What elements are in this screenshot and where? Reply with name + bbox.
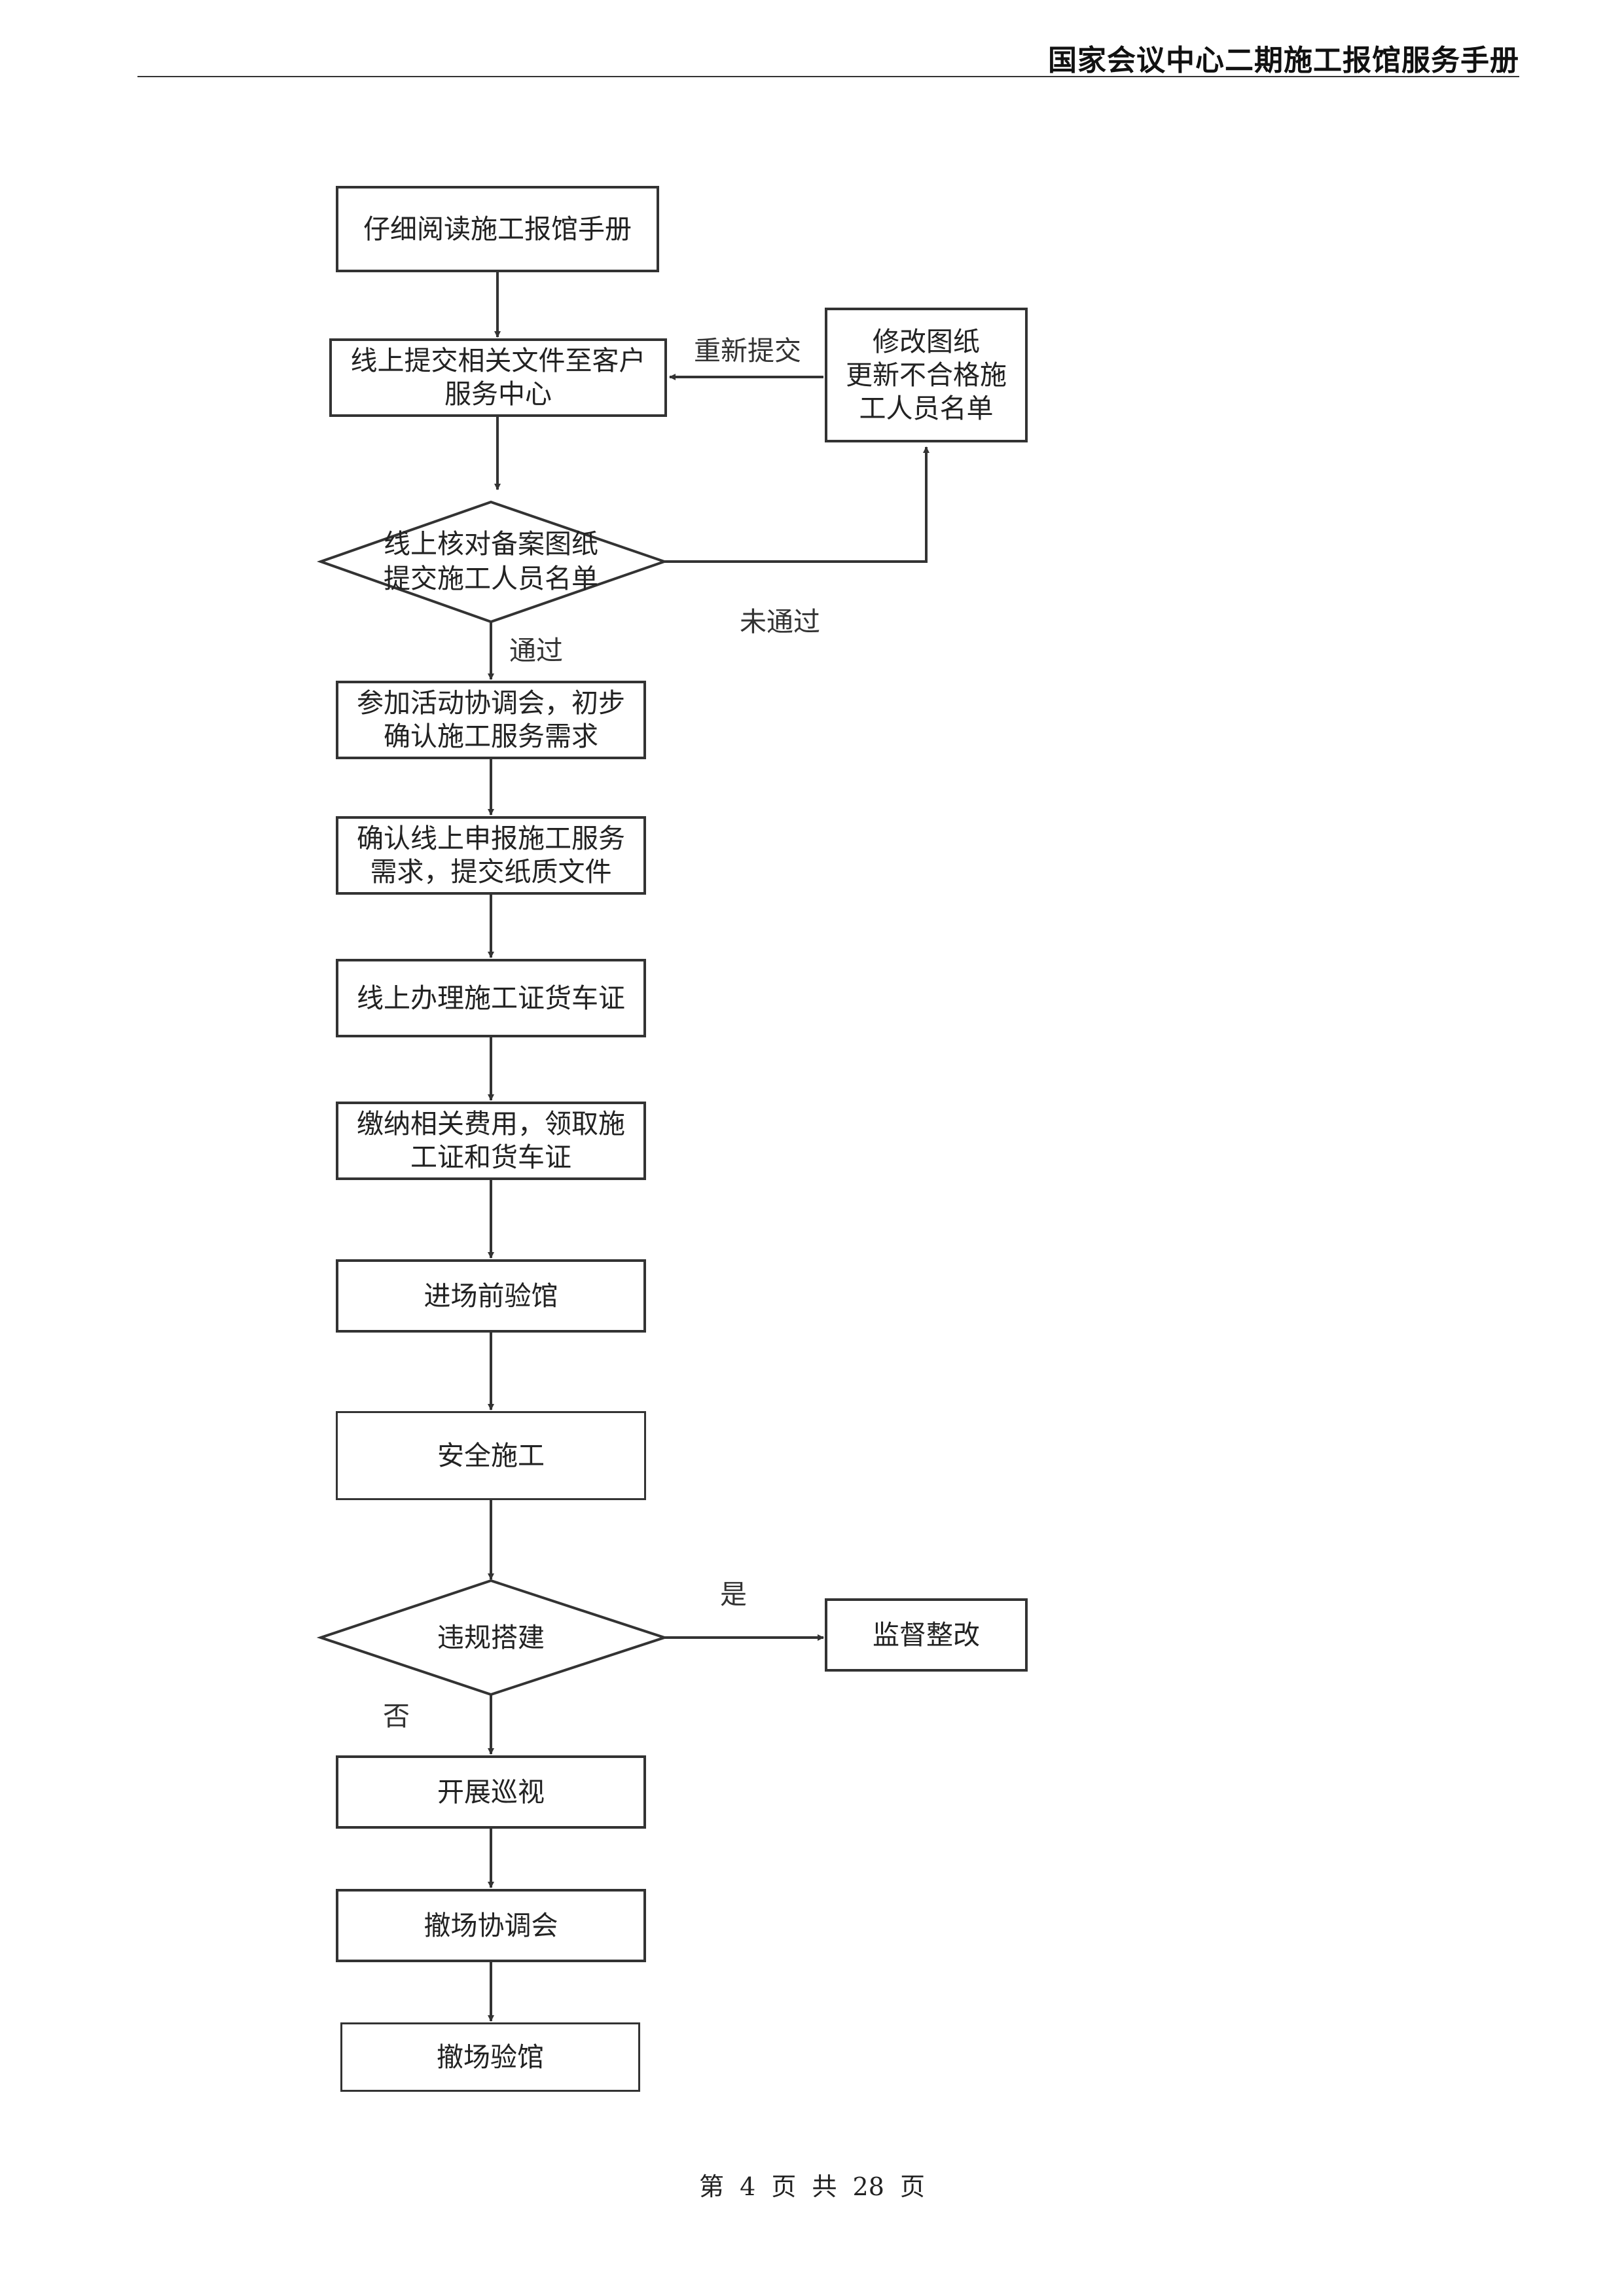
step-teardown-meeting: 撤场协调会 (336, 1889, 646, 1962)
step-permits-online-label: 线上办理施工证货车证 (357, 982, 625, 1014)
step-teardown-inspection-label: 撤场验馆 (437, 2041, 544, 2073)
step-patrol-label: 开展巡视 (437, 1776, 545, 1808)
step-patrol: 开展巡视 (336, 1755, 646, 1829)
step-permits-online: 线上办理施工证货车证 (336, 959, 646, 1037)
arrow-check-to-revise (664, 446, 929, 563)
step-teardown-meeting-label: 撤场协调会 (424, 1909, 558, 1941)
step-pre-entry-inspection-label: 进场前验馆 (424, 1280, 558, 1312)
decision-illegal-shape (316, 1579, 669, 1696)
step-revise-label: 修改图纸 更新不合格施工人员名单 (846, 325, 1007, 424)
step-confirm-online: 确认线上申报施工服务 需求，提交纸质文件 (336, 816, 646, 895)
label-no: 否 (383, 1700, 410, 1732)
decision-check-shape (316, 500, 669, 624)
label-pass: 通过 (509, 635, 563, 666)
step-read-manual-label: 仔细阅读施工报馆手册 (363, 213, 632, 245)
step-coordination-meeting-label: 参加活动协调会，初步 确认施工服务需求 (357, 687, 625, 752)
decision-check-label: 线上核对备案图纸 提交施工人员名单 (384, 528, 598, 594)
page-footer: 第 4 页 共 28 页 (699, 2172, 925, 2201)
step-safe-construction-label: 安全施工 (437, 1439, 545, 1471)
step-read-manual: 仔细阅读施工报馆手册 (336, 186, 659, 272)
step-revise: 修改图纸 更新不合格施工人员名单 (825, 308, 1028, 442)
label-resubmit: 重新提交 (694, 335, 801, 367)
label-yes: 是 (720, 1579, 747, 1610)
step-teardown-inspection: 撤场验馆 (340, 2022, 640, 2092)
step-safe-construction: 安全施工 (336, 1411, 646, 1500)
decision-illegal-label: 违规搭建 (437, 1621, 545, 1653)
label-fail: 未通过 (740, 606, 820, 637)
step-coordination-meeting: 参加活动协调会，初步 确认施工服务需求 (336, 681, 646, 759)
step-pay-fees-label: 缴纳相关费用，领取施 工证和货车证 (357, 1108, 625, 1173)
step-pre-entry-inspection: 进场前验馆 (336, 1259, 646, 1333)
step-pay-fees: 缴纳相关费用，领取施 工证和货车证 (336, 1102, 646, 1180)
step-submit-online-label: 线上提交相关文件至客户 服务中心 (350, 345, 646, 410)
step-confirm-online-label: 确认线上申报施工服务 需求，提交纸质文件 (357, 823, 625, 888)
document-header-title: 国家会议中心二期施工报馆服务手册 (1048, 44, 1519, 77)
step-submit-online: 线上提交相关文件至客户 服务中心 (329, 338, 667, 417)
header-divider (137, 76, 1519, 77)
step-supervise-rectify-label: 监督整改 (873, 1619, 980, 1651)
step-supervise-rectify: 监督整改 (825, 1598, 1028, 1672)
